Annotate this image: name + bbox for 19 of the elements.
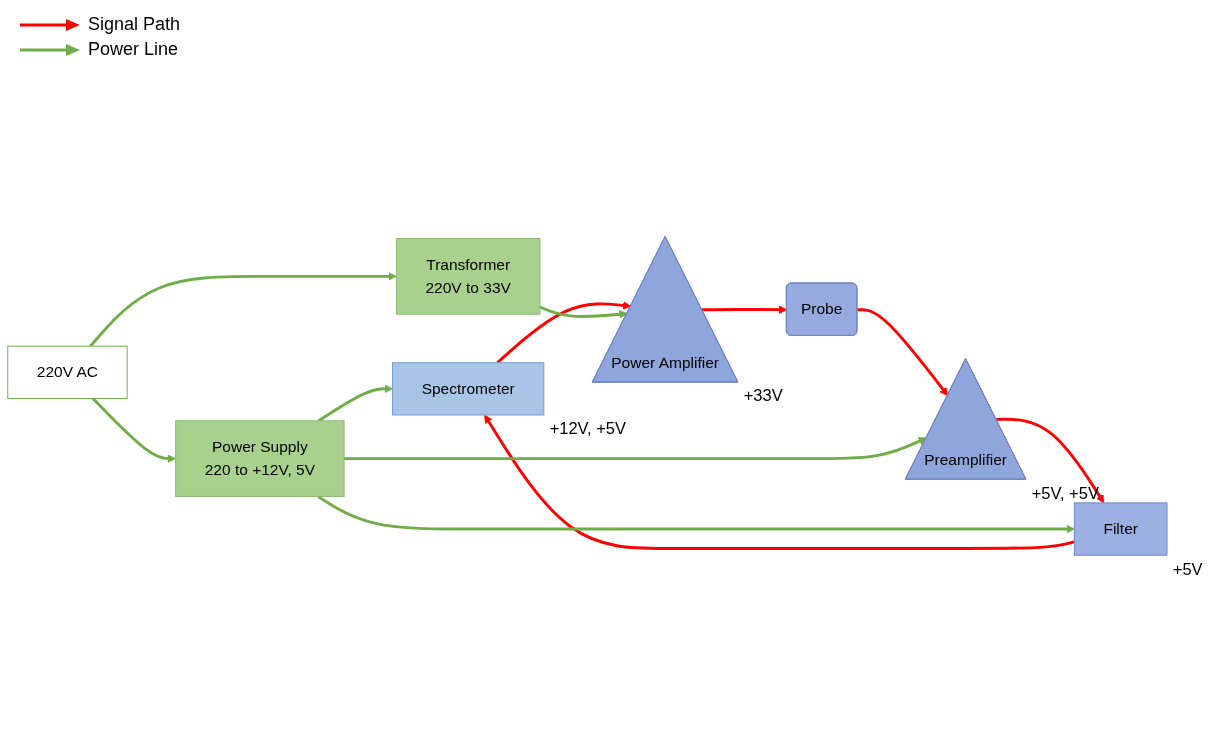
legend-label: Signal Path bbox=[88, 14, 181, 35]
arrow bbox=[857, 308, 949, 397]
node-box: Transformer 220V to 33V bbox=[395, 238, 541, 315]
node-box: Spectrometer bbox=[392, 362, 545, 416]
legend-label: Power Line bbox=[88, 39, 179, 60]
arrow bbox=[484, 414, 1075, 550]
arrow bbox=[91, 397, 176, 463]
node-box: 220V AC bbox=[7, 345, 128, 399]
node-box: Power Supply 220 to +12V, 5V bbox=[175, 420, 345, 497]
arrow bbox=[317, 495, 1075, 534]
arrow bbox=[996, 417, 1105, 504]
arrow bbox=[539, 305, 628, 319]
node-box: Filter bbox=[1073, 502, 1168, 556]
voltage-label: +12V, +5V bbox=[549, 419, 626, 438]
voltage-label: +5V bbox=[1172, 559, 1203, 578]
arrow bbox=[701, 305, 788, 314]
arrow bbox=[496, 301, 632, 364]
voltage-label: +33V bbox=[743, 386, 783, 405]
arrow bbox=[89, 272, 397, 348]
